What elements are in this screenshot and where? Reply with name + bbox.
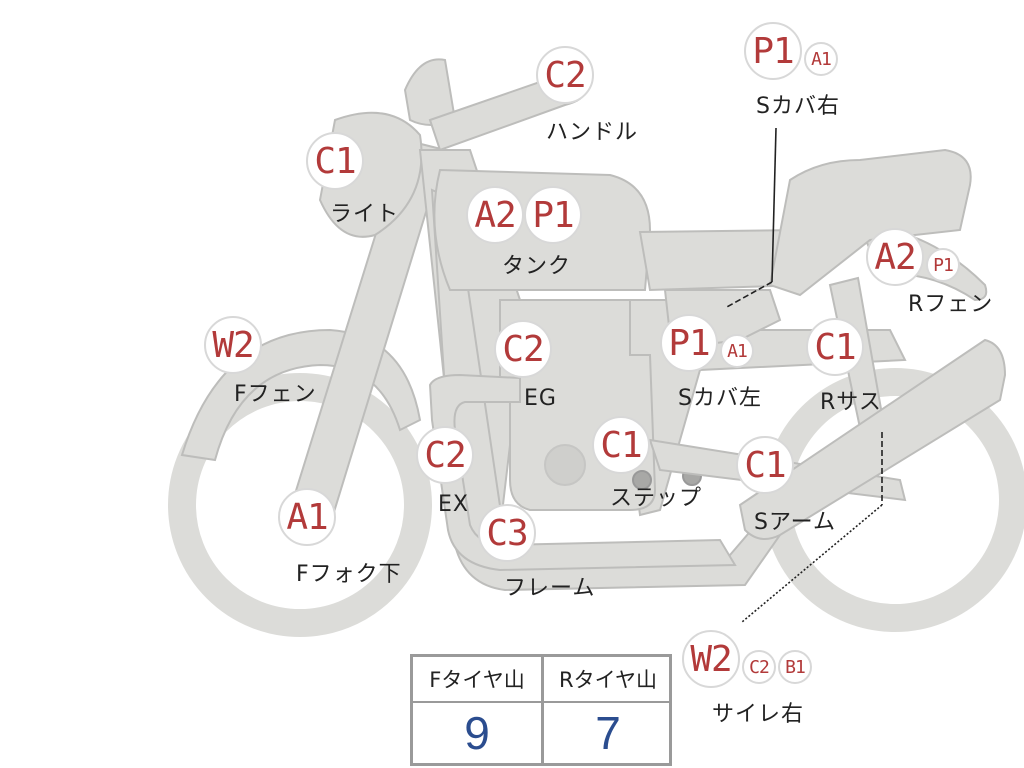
light-grade: C1 <box>306 132 364 190</box>
step-grades: C1 <box>592 416 650 474</box>
handle-grades: C2 <box>536 46 594 104</box>
swing-arm-grade: C1 <box>736 436 794 494</box>
front-wheel <box>168 373 432 637</box>
seat-cover-right-grade-2: A1 <box>804 42 838 76</box>
tire-tread-table: Fタイヤ山 Rタイヤ山 9 7 <box>410 654 672 766</box>
tank-grade-1: A2 <box>466 186 524 244</box>
silencer-right-grade-3: B1 <box>778 650 812 684</box>
frame-label: フレーム <box>504 576 596 601</box>
swing-arm-grades: C1 <box>736 436 794 494</box>
handle-label: ハンドル <box>546 120 639 145</box>
seat-cover-left-grade-2: A1 <box>720 334 754 368</box>
front-fork-lower-label: Fフォク下 <box>296 562 402 587</box>
silencer-right-grade-2: C2 <box>742 650 776 684</box>
seat-cover-left-grade-1: P1 <box>660 314 718 372</box>
seat-cover-right-grade-1: P1 <box>744 22 802 80</box>
seat-cover-left-grades: P1 A1 <box>660 314 754 372</box>
rear-tire-header: Rタイヤ山 <box>544 657 672 703</box>
swing-arm-label: Sアーム <box>754 510 836 535</box>
tank-label: タンク <box>502 254 572 279</box>
rear-fender-grade-2: P1 <box>926 248 960 282</box>
front-fender-grades: W2 <box>204 316 262 374</box>
front-fender-label: Fフェン <box>234 382 317 407</box>
engine-label: EG <box>524 386 557 411</box>
step-label: ステップ <box>610 486 703 511</box>
front-fork-lower-grade: A1 <box>278 488 336 546</box>
exhaust-grade: C2 <box>416 426 474 484</box>
silencer-right-grade-1: W2 <box>682 630 740 688</box>
handle-grade: C2 <box>536 46 594 104</box>
light-grades: C1 <box>306 132 364 190</box>
rear-fender-grade-1: A2 <box>866 228 924 286</box>
rear-fender-label: Rフェン <box>908 292 994 317</box>
frame-grade: C3 <box>478 504 536 562</box>
rear-fender-grades: A2 P1 <box>866 228 960 286</box>
leader-line-seat-cover-right <box>771 127 777 283</box>
light-label: ライト <box>330 202 400 227</box>
rear-tire-value: 7 <box>595 707 621 759</box>
rear-suspension-grades: C1 <box>806 318 864 376</box>
rear-suspension-label: Rサス <box>820 390 882 415</box>
front-fender-grade: W2 <box>204 316 262 374</box>
muffler-shape <box>738 338 1007 540</box>
exhaust-grades: C2 <box>416 426 474 484</box>
front-tire-value: 9 <box>464 707 490 759</box>
silencer-right-label: サイレ右 <box>712 702 805 727</box>
tank-grade-2: P1 <box>524 186 582 244</box>
table-divider <box>541 657 544 763</box>
engine-grade: C2 <box>494 320 552 378</box>
seat-cover-right-label: Sカバ右 <box>756 94 840 119</box>
exhaust-label: EX <box>438 492 469 517</box>
front-fork-lower-grades: A1 <box>278 488 336 546</box>
step-grade: C1 <box>592 416 650 474</box>
seat-cover-right-grades: P1 A1 <box>744 22 838 80</box>
seat-cover-left-label: Sカバ左 <box>678 386 762 411</box>
tank-grades: A2 P1 <box>466 186 582 244</box>
front-tire-header: Fタイヤ山 <box>413 657 541 703</box>
exhaust-pipe-shape <box>428 373 737 572</box>
rear-suspension-grade: C1 <box>806 318 864 376</box>
engine-grades: C2 <box>494 320 552 378</box>
silencer-right-grades: W2 C2 B1 <box>682 630 812 688</box>
frame-grades: C3 <box>478 504 536 562</box>
